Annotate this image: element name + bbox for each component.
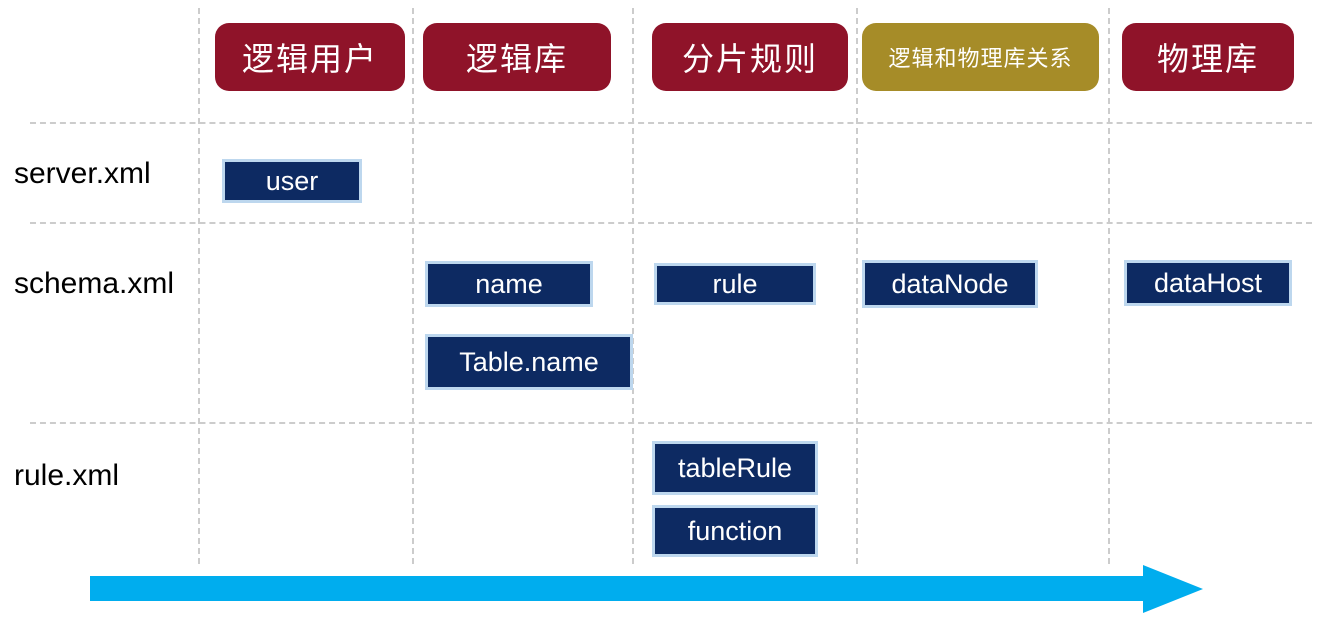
grid-vline xyxy=(1108,8,1110,564)
right-arrow-icon xyxy=(90,576,1145,601)
column-header-sharding-rule: 分片规则 xyxy=(652,23,848,91)
column-header-logical-physical-mapping: 逻辑和物理库关系 xyxy=(862,23,1099,91)
column-header-physical-db: 物理库 xyxy=(1122,23,1294,91)
grid-vline xyxy=(632,8,634,564)
right-arrow-icon xyxy=(1143,565,1203,613)
cell-name: name xyxy=(425,261,593,307)
grid-hline xyxy=(30,222,1312,224)
row-label-server-xml: server.xml xyxy=(14,157,151,190)
column-header-logical-schema: 逻辑库 xyxy=(423,23,611,91)
row-label-rule-xml: rule.xml xyxy=(14,459,120,492)
cell-user: user xyxy=(222,159,362,203)
column-header-logical-user: 逻辑用户 xyxy=(215,23,405,91)
cell-rule: rule xyxy=(654,263,816,305)
row-label-schema-xml: schema.xml xyxy=(14,267,175,300)
cell-function: function xyxy=(652,505,818,557)
grid-vline xyxy=(856,8,858,564)
grid-hline xyxy=(30,422,1312,424)
grid-vline xyxy=(412,8,414,564)
cell-datanode: dataNode xyxy=(862,260,1038,308)
grid-hline xyxy=(30,122,1312,124)
grid-vline xyxy=(198,8,200,564)
cell-tablerule: tableRule xyxy=(652,441,818,495)
cell-datahost: dataHost xyxy=(1124,260,1292,306)
cell-table-name: Table.name xyxy=(425,334,633,390)
